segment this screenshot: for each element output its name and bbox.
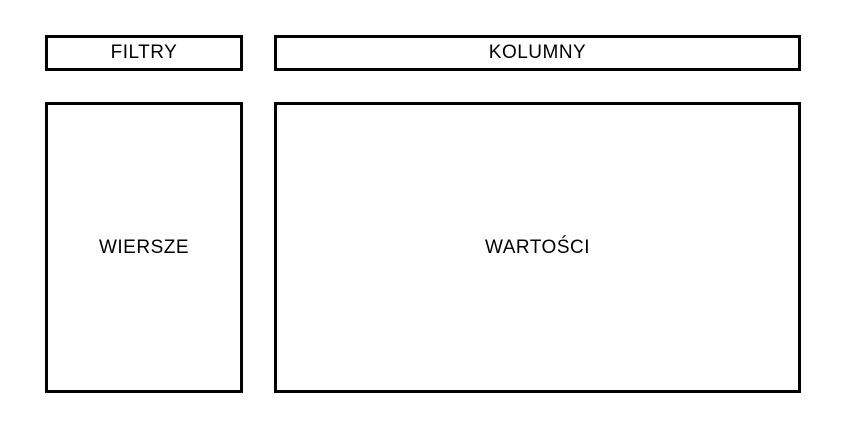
filters-area-box: FILTRY: [45, 35, 243, 71]
columns-area-label: KOLUMNY: [488, 42, 587, 63]
values-area-box: WARTOŚCI: [274, 102, 801, 393]
values-area-label: WARTOŚCI: [485, 236, 590, 258]
columns-area-box: KOLUMNY: [274, 35, 801, 71]
rows-area-label: WIERSZE: [98, 236, 190, 258]
rows-area-box: WIERSZE: [45, 102, 243, 393]
filters-area-label: FILTRY: [110, 42, 178, 63]
